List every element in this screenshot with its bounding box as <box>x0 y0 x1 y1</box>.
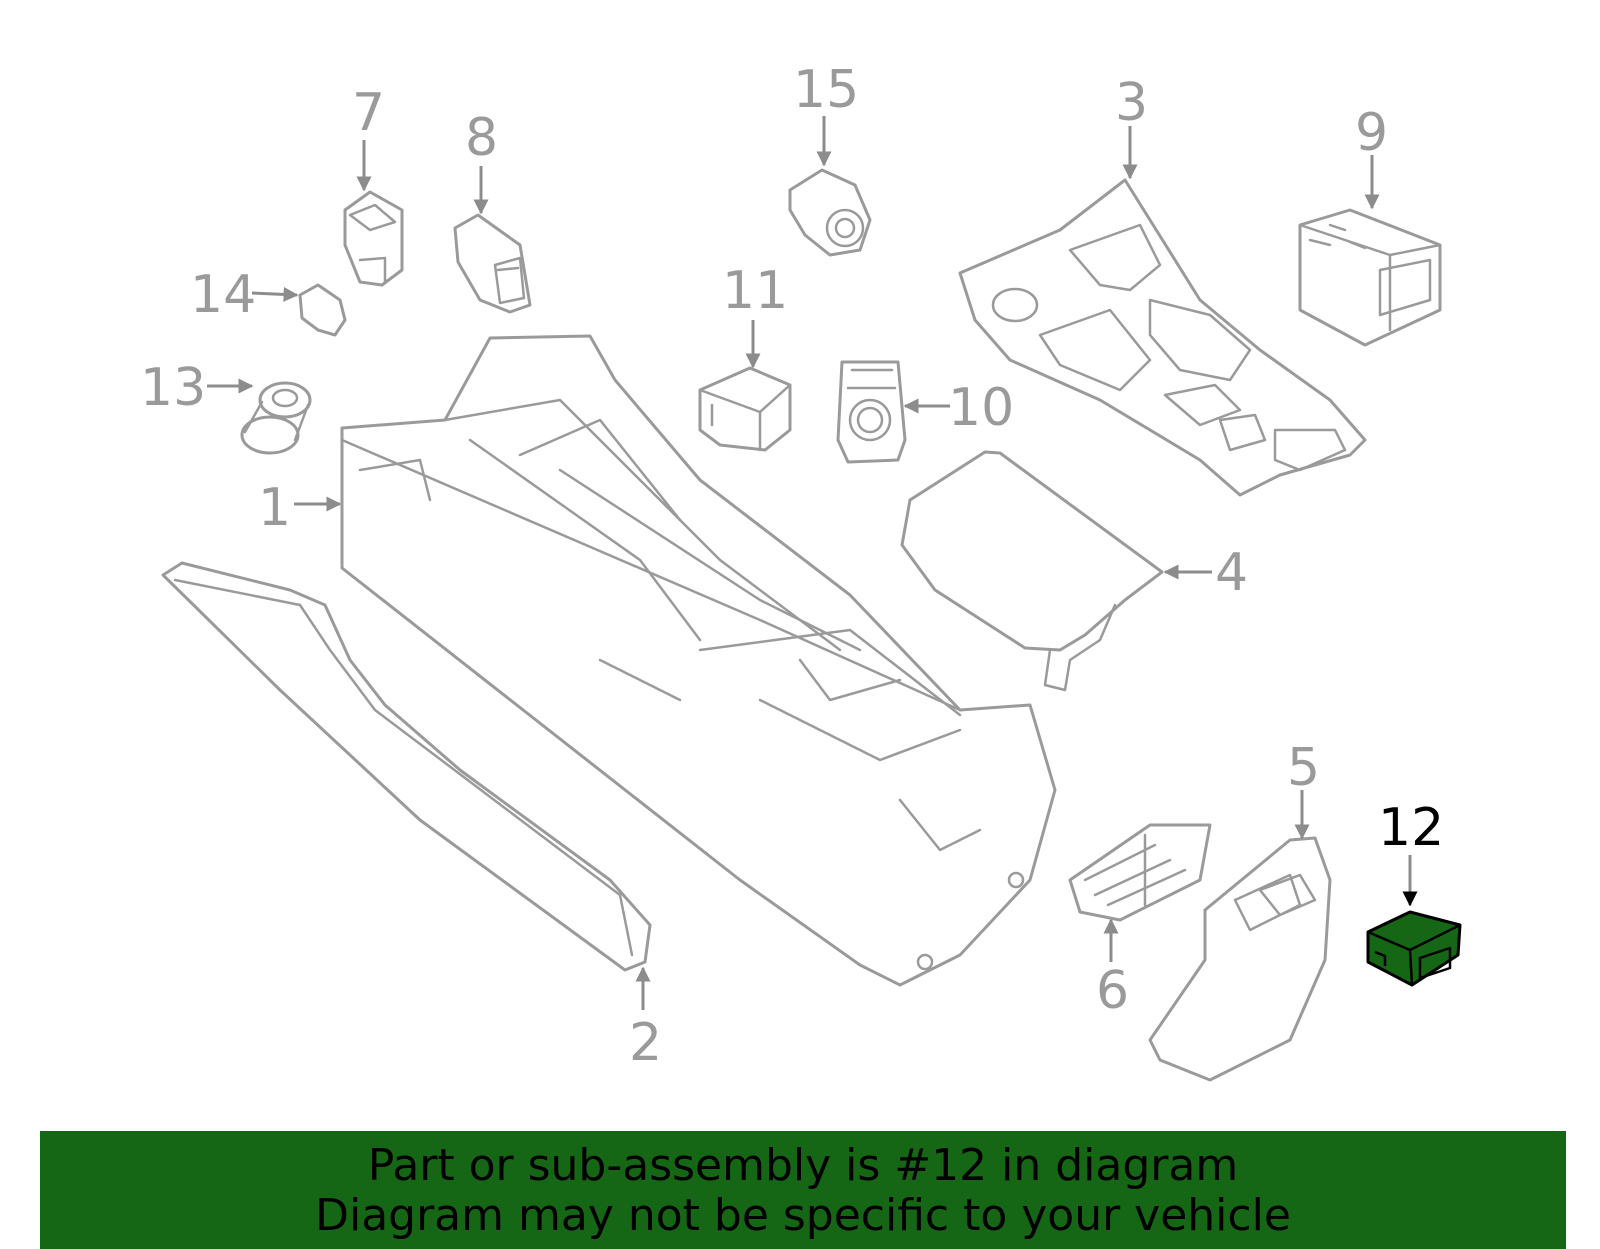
callout-5: 5 <box>1287 738 1320 798</box>
callout-1: 1 <box>258 478 291 538</box>
socket-part-13 <box>240 381 312 455</box>
control-part-10 <box>836 360 907 464</box>
banner-line-2: Diagram may not be specific to your vehi… <box>315 1190 1291 1241</box>
side-trim-part-2 <box>161 561 652 972</box>
console-body-part-1 <box>340 334 1057 987</box>
callout-14: 14 <box>190 265 256 325</box>
leader-lines <box>207 116 1418 1010</box>
info-banner: Part or sub-assembly is #12 in diagram D… <box>40 1131 1566 1249</box>
bracket-part-11 <box>698 366 792 452</box>
console-finisher-part-3 <box>958 178 1367 497</box>
callout-labels: 1 2 3 4 5 6 7 8 9 10 11 12 13 14 15 <box>140 60 1444 1073</box>
usb-module-part-12 <box>1366 910 1462 987</box>
module-part-9 <box>1298 208 1442 347</box>
switch-part-7 <box>343 190 404 287</box>
armrest-lid-part-4 <box>900 450 1164 692</box>
callout-6: 6 <box>1096 961 1129 1021</box>
callout-7: 7 <box>352 83 385 143</box>
callout-4: 4 <box>1215 543 1248 603</box>
callout-12: 12 <box>1378 798 1444 858</box>
banner-line-1: Part or sub-assembly is #12 in diagram <box>367 1140 1239 1191</box>
callout-8: 8 <box>465 108 498 168</box>
callout-10: 10 <box>948 378 1014 438</box>
knob-part-15 <box>788 168 872 257</box>
cap-part-14 <box>298 283 347 337</box>
callout-9: 9 <box>1355 103 1388 163</box>
vent-part-6 <box>1068 823 1212 922</box>
switch-part-8 <box>453 213 532 314</box>
callout-11: 11 <box>722 261 788 321</box>
callout-3: 3 <box>1115 73 1148 133</box>
callout-13: 13 <box>140 358 206 418</box>
callout-15: 15 <box>793 60 859 120</box>
callout-2: 2 <box>629 1013 662 1073</box>
